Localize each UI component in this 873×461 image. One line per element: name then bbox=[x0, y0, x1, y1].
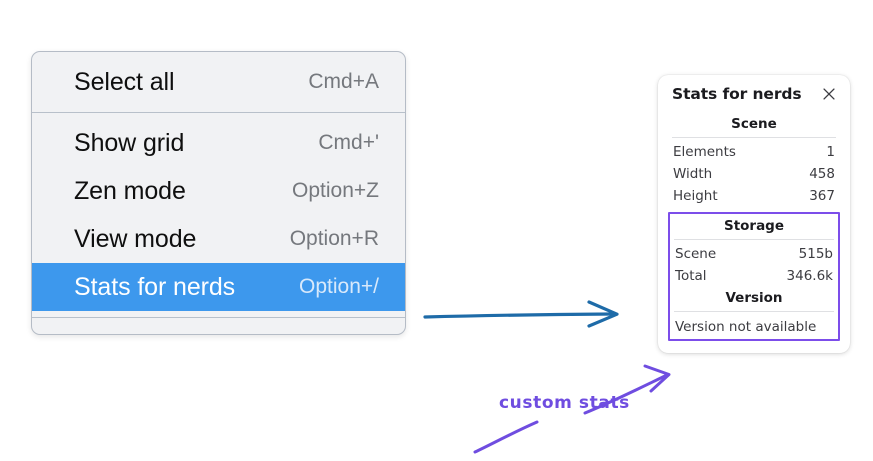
menu-item-select-all[interactable]: Select all Cmd+A bbox=[32, 58, 405, 106]
section-divider bbox=[674, 239, 834, 240]
menu-item-shortcut: Option+/ bbox=[299, 275, 379, 298]
stat-value: 346.6k bbox=[786, 268, 833, 284]
stat-row: Height 367 bbox=[668, 185, 840, 207]
stat-row: Elements 1 bbox=[668, 141, 840, 163]
stat-row: Width 458 bbox=[668, 163, 840, 185]
stat-key: Width bbox=[673, 166, 713, 182]
section-divider bbox=[674, 311, 834, 312]
custom-stats-annotation-label: custom stats bbox=[499, 393, 630, 413]
menu-item-shortcut: Option+R bbox=[289, 227, 379, 250]
menu-group-1: Select all Cmd+A bbox=[32, 52, 405, 112]
menu-group-2: Show grid Cmd+' Zen mode Option+Z View m… bbox=[32, 112, 405, 317]
menu-item-zen-mode[interactable]: Zen mode Option+Z bbox=[32, 167, 405, 215]
stat-value: 458 bbox=[809, 166, 835, 182]
stats-panel-title: Stats for nerds bbox=[672, 85, 802, 103]
menu-item-label: Select all bbox=[74, 67, 175, 96]
menu-item-view-mode[interactable]: View mode Option+R bbox=[32, 215, 405, 263]
stat-value: 515b bbox=[798, 246, 833, 262]
custom-stats-highlight-box: Storage Scene 515b Total 346.6k Version … bbox=[668, 212, 840, 341]
menu-bottom-padding bbox=[32, 317, 405, 334]
stats-for-nerds-panel[interactable]: Stats for nerds Scene Elements 1 Width 4… bbox=[658, 75, 850, 353]
menu-item-label: Stats for nerds bbox=[74, 272, 236, 301]
menu-item-label: View mode bbox=[74, 224, 197, 253]
menu-item-label: Show grid bbox=[74, 128, 185, 157]
stat-key: Elements bbox=[673, 144, 736, 160]
menu-item-shortcut: Option+Z bbox=[292, 179, 379, 202]
stats-section-scene: Scene Elements 1 Width 458 Height 367 bbox=[668, 113, 840, 207]
stat-value: 367 bbox=[809, 188, 835, 204]
section-heading: Version bbox=[725, 290, 783, 306]
menu-item-show-grid[interactable]: Show grid Cmd+' bbox=[32, 119, 405, 167]
stat-row: Total 346.6k bbox=[670, 265, 838, 287]
menu-item-shortcut: Cmd+' bbox=[318, 131, 379, 154]
stats-panel-header: Stats for nerds bbox=[668, 85, 840, 103]
context-menu[interactable]: Select all Cmd+A Show grid Cmd+' Zen mod… bbox=[31, 51, 406, 335]
stat-key: Height bbox=[673, 188, 718, 204]
section-heading: Storage bbox=[723, 218, 785, 234]
version-note: Version not available bbox=[675, 319, 817, 335]
menu-item-shortcut: Cmd+A bbox=[308, 70, 379, 93]
stat-row: Scene 515b bbox=[670, 243, 838, 265]
stat-key: Total bbox=[675, 268, 707, 284]
close-icon[interactable] bbox=[820, 85, 838, 103]
menu-item-stats-for-nerds[interactable]: Stats for nerds Option+/ bbox=[32, 263, 405, 311]
section-heading: Scene bbox=[731, 116, 777, 132]
section-divider bbox=[672, 137, 836, 138]
stats-section-storage: Storage Scene 515b Total 346.6k bbox=[670, 215, 838, 287]
blue-arrow-annotation bbox=[423, 300, 619, 328]
purple-underline-annotation bbox=[473, 420, 539, 454]
stats-section-version: Version Version not available bbox=[670, 287, 838, 337]
stat-value: 1 bbox=[826, 144, 835, 160]
stat-key: Scene bbox=[675, 246, 717, 262]
menu-item-label: Zen mode bbox=[74, 176, 186, 205]
